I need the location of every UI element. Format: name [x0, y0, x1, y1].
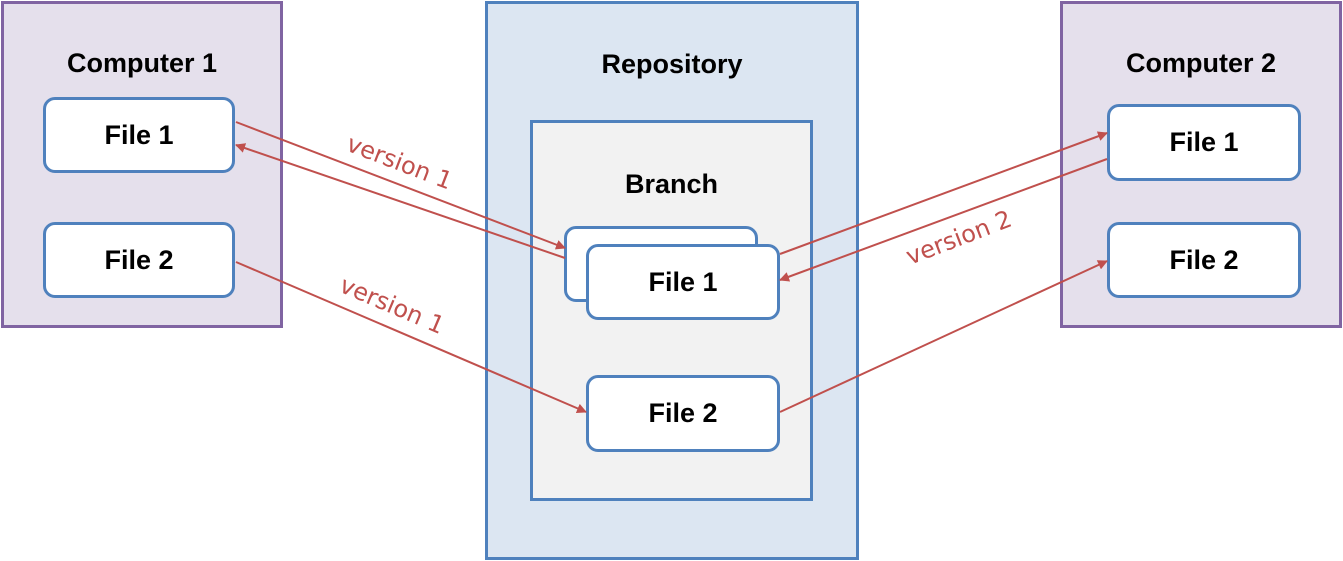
computer-2-file-2[interactable]: File 2 [1107, 222, 1301, 298]
computer-1-file-1[interactable]: File 1 [43, 97, 235, 173]
arrow-c1-file1-to-branch-file1 [235, 121, 566, 250]
arrow-branch-file1-to-c1-file1 [235, 143, 566, 259]
computer-1-file-2[interactable]: File 2 [43, 222, 235, 298]
computer-2-title: Computer 2 [1125, 48, 1277, 78]
computer-2-file-1[interactable]: File 1 [1107, 104, 1301, 181]
arrow-c1-file2-to-branch-file2 [235, 261, 587, 414]
branch-file-1[interactable]: File 1 [586, 244, 780, 320]
arrow-branch-file2-to-c2-file2 [779, 260, 1108, 413]
branch-file-2[interactable]: File 2 [586, 375, 780, 452]
arrow-branch-file1-to-c2-file1 [779, 131, 1108, 255]
repository-title: Repository [601, 49, 743, 79]
arrow-c2-file1-to-branch-file1 [779, 158, 1108, 282]
computer-1-title: Computer 1 [66, 48, 218, 78]
branch-title: Branch [624, 169, 719, 199]
